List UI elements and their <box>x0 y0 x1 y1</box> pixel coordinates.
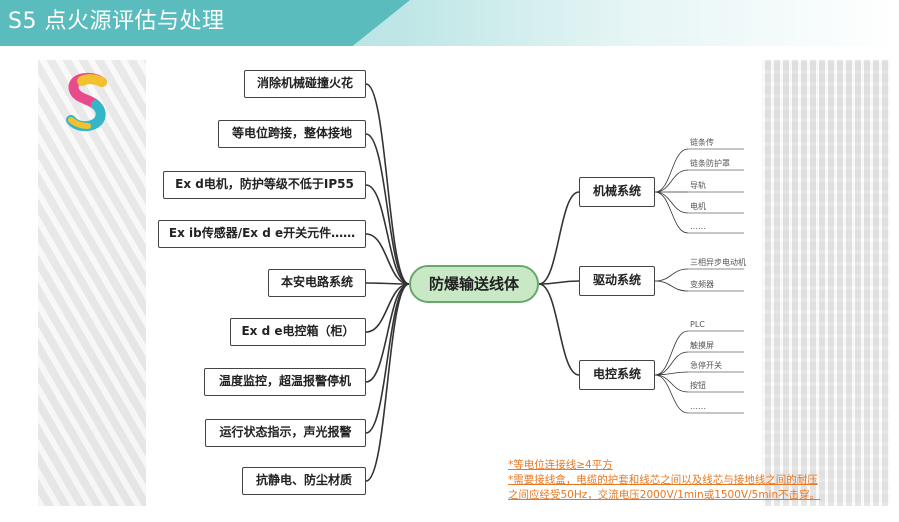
left-node-temperature: 温度监控，超温报警停机 <box>204 368 366 396</box>
note-line-3: 之间应经受50Hz，交流电压2000V/1min或1500V/5min不击穿。 <box>508 489 821 501</box>
connector-leaf-0-0 <box>654 148 689 193</box>
leaf-drive-1: 三相异步电动机 <box>690 258 746 267</box>
leaf-drive-2: 变频器 <box>690 280 714 289</box>
connector-leaf-1-0 <box>654 268 689 282</box>
decorative-panel-left <box>38 60 146 506</box>
right-node-mechanical: 机械系统 <box>579 177 655 207</box>
connector-leaf-1-1 <box>654 280 689 292</box>
connector-left-6 <box>365 283 410 383</box>
connector-leaf-2-1 <box>654 351 689 376</box>
left-node-antistatic: 抗静电、防尘材质 <box>242 467 366 495</box>
left-node-spark-prevention: 消除机械碰撞火花 <box>244 70 366 98</box>
connector-left-5 <box>365 283 410 333</box>
left-node-control-box: Ex d e电控箱（柜） <box>230 318 366 346</box>
leaf-mechanical-4: 电机 <box>690 202 706 211</box>
connector-leaf-2-0 <box>654 330 689 376</box>
connector-leaf-0-3 <box>654 191 689 214</box>
connector-leaf-2-4 <box>654 374 689 414</box>
right-node-control: 电控系统 <box>579 360 655 390</box>
leaf-control-4: 按钮 <box>690 381 706 390</box>
page-title: S5 点火源评估与处理 <box>8 9 225 34</box>
leaf-control-1: PLC <box>690 320 705 329</box>
left-node-status-indicator: 运行状态指示，声光报警 <box>205 419 366 447</box>
left-node-grounding: 等电位跨接，整体接地 <box>218 120 366 148</box>
connector-left-0 <box>365 83 410 285</box>
leaf-mechanical-2: 链条防护罩 <box>690 159 730 168</box>
center-node: 防爆输送线体 <box>409 265 539 303</box>
left-node-motor: Ex d电机，防护等级不低于IP55 <box>163 171 366 199</box>
leaf-control-3: 急停开关 <box>690 361 722 370</box>
header-tab <box>0 0 410 46</box>
connector-left-8 <box>365 283 410 482</box>
connector-leaf-2-3 <box>654 374 689 393</box>
leaf-control-2: 触摸屏 <box>690 341 714 350</box>
connector-right-2 <box>538 283 580 376</box>
connector-right-0 <box>538 191 580 285</box>
decorative-panel-right <box>762 60 890 506</box>
right-node-drive: 驱动系统 <box>579 266 655 296</box>
connector-left-4 <box>365 282 410 285</box>
connector-right-1 <box>538 280 580 285</box>
s-logo-icon <box>66 72 107 132</box>
connector-leaf-0-1 <box>654 169 689 193</box>
leaf-mechanical-1: 链条传 <box>690 138 714 147</box>
connector-left-2 <box>365 184 410 285</box>
connector-left-1 <box>365 133 410 285</box>
note-line-1: *等电位连接线≥4平方 <box>508 459 613 471</box>
connector-left-3 <box>365 233 410 285</box>
leaf-mechanical-3: 导轨 <box>690 181 706 190</box>
leaf-mechanical-5: …… <box>690 222 706 231</box>
leaf-control-5: …… <box>690 402 706 411</box>
note-line-2: *需要接线盒，电缆的护套和线芯之间以及线芯与接地线之间的耐压 <box>508 474 818 486</box>
left-node-sensor: Ex ib传感器/Ex d e开关元件…… <box>158 220 366 248</box>
left-node-safety-circuit: 本安电路系统 <box>268 269 366 297</box>
connector-leaf-0-4 <box>654 191 689 234</box>
